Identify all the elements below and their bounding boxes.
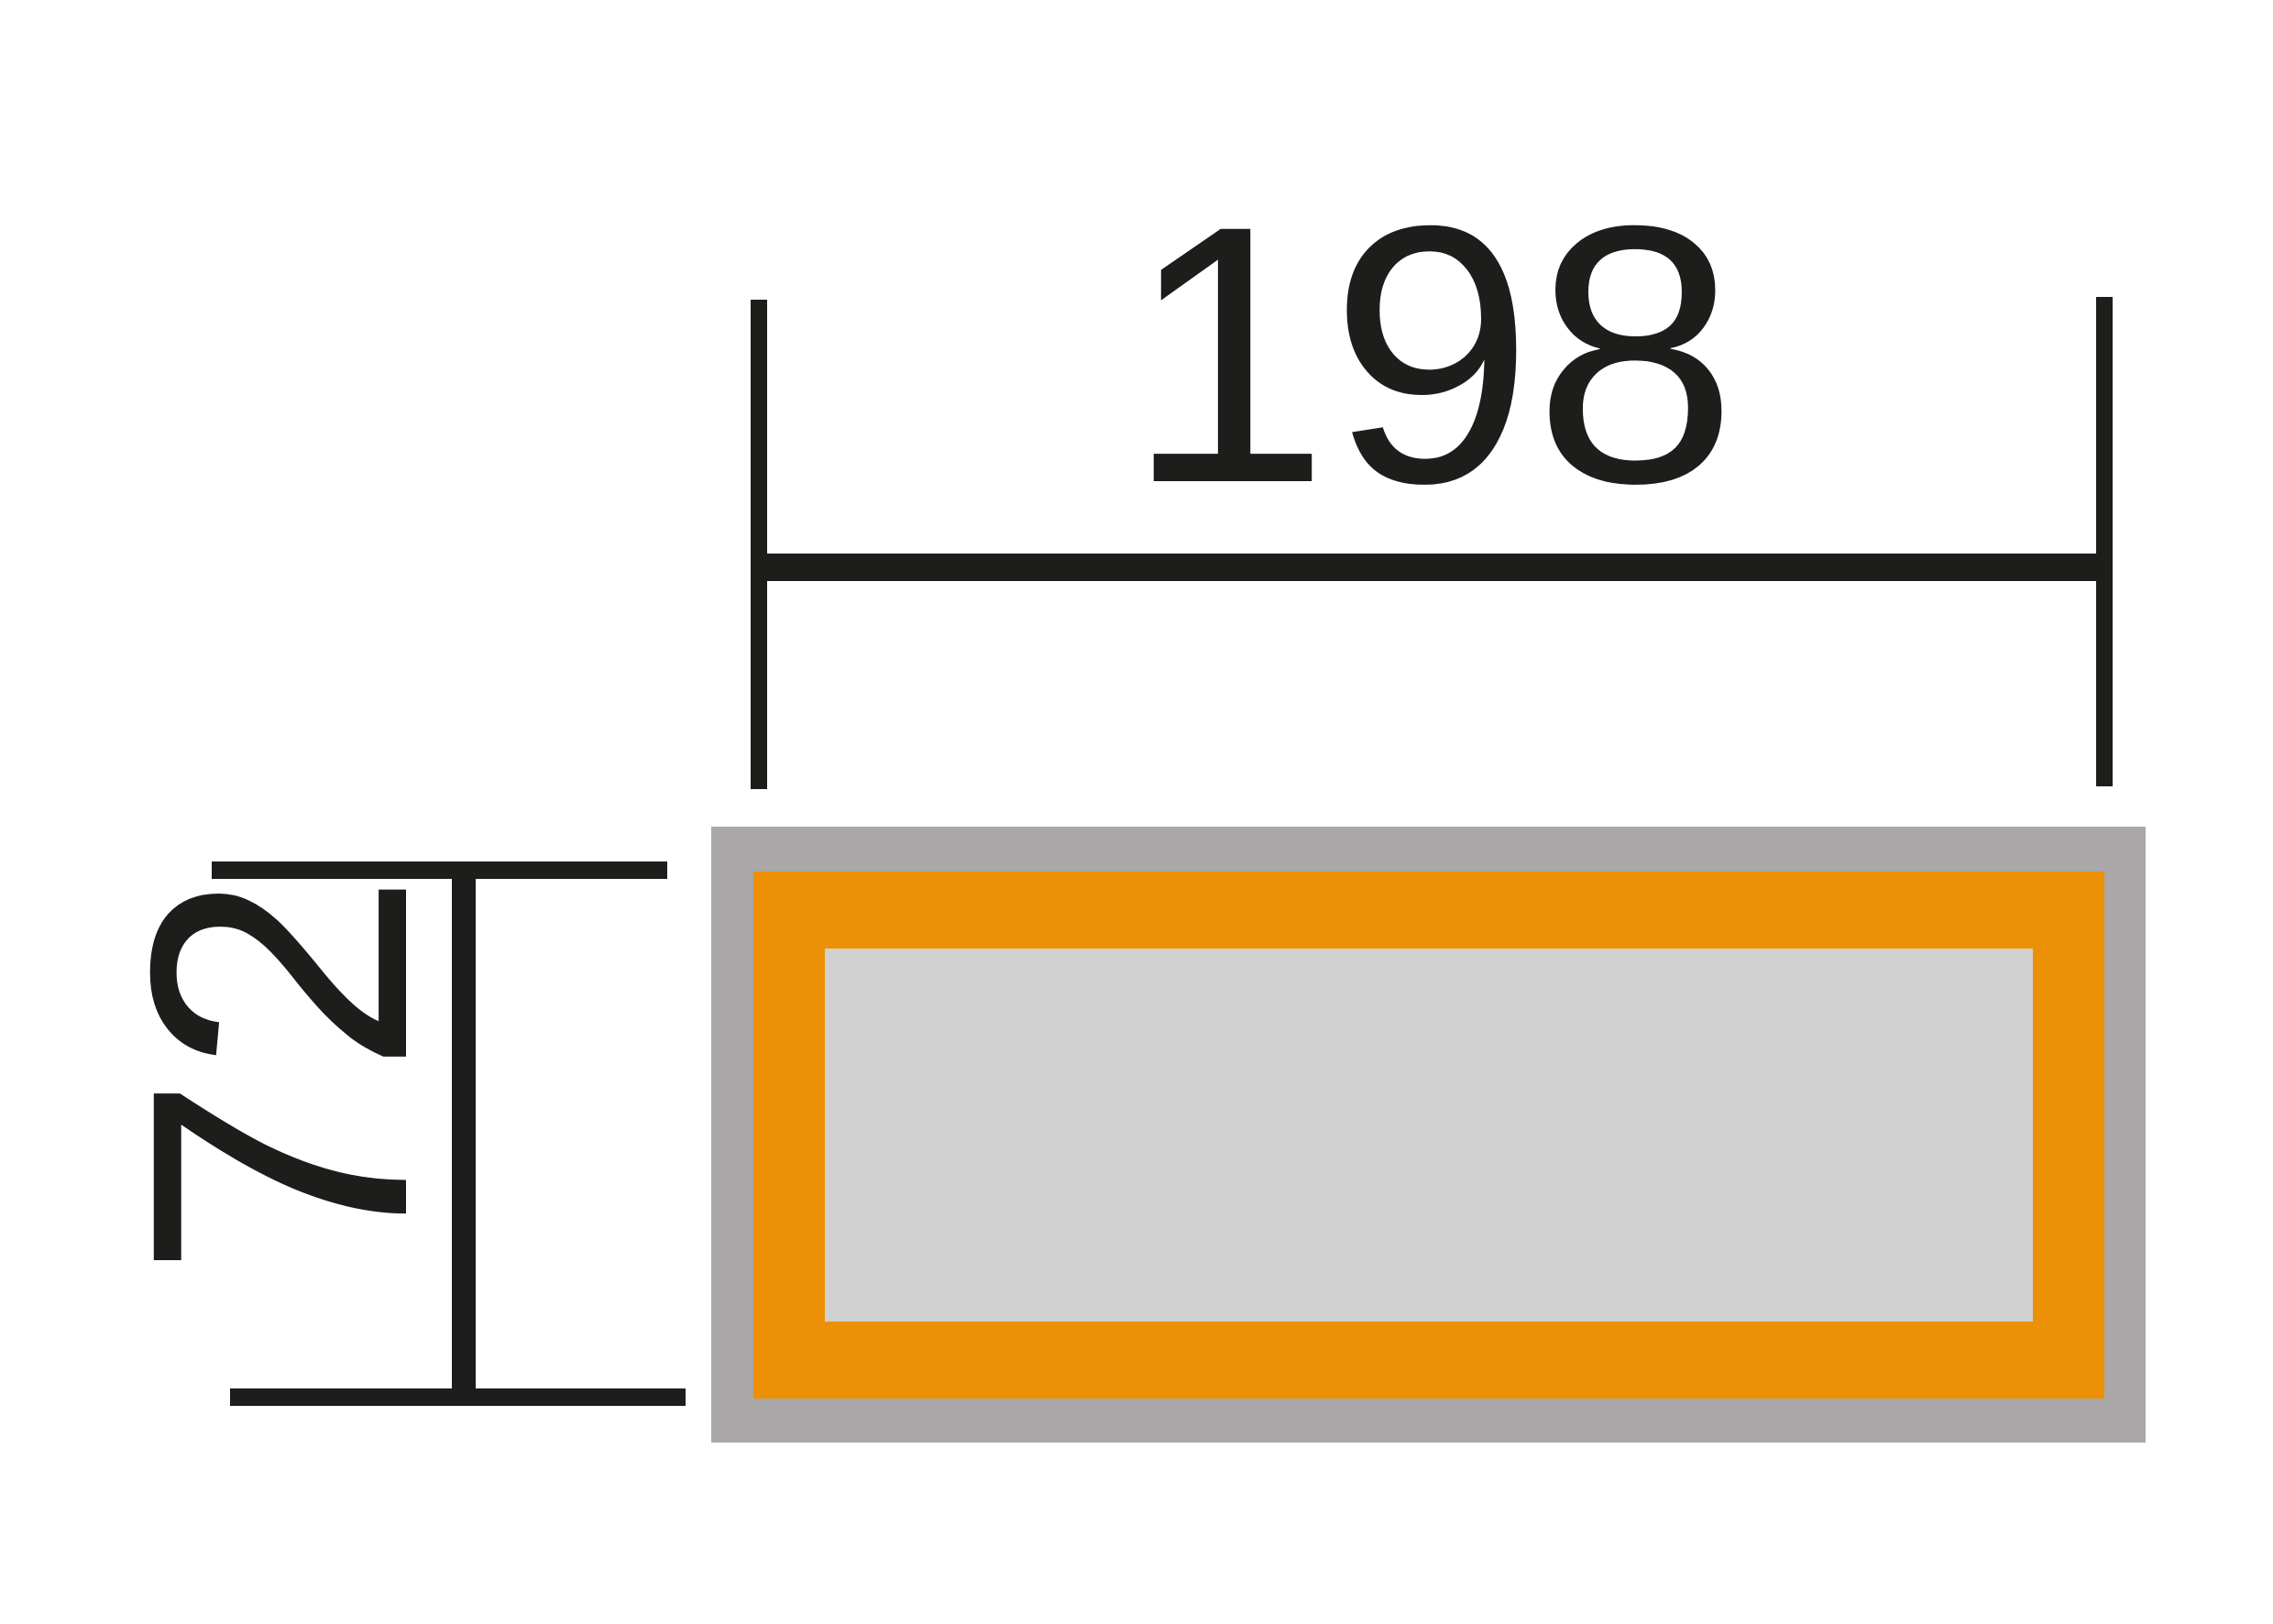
width-dimension: 198	[751, 149, 2113, 789]
product-cross-section	[711, 827, 2146, 1443]
height-extension-line-top	[212, 861, 667, 879]
width-extension-line-left	[751, 300, 767, 789]
width-label: 198	[1126, 149, 1737, 559]
inner-panel	[825, 949, 2033, 1322]
width-dimension-line	[759, 554, 2104, 581]
width-extension-line-right	[2096, 297, 2113, 786]
height-dimension: 72	[74, 861, 686, 1406]
height-label: 72	[74, 872, 484, 1279]
height-dimension-line	[452, 871, 476, 1398]
